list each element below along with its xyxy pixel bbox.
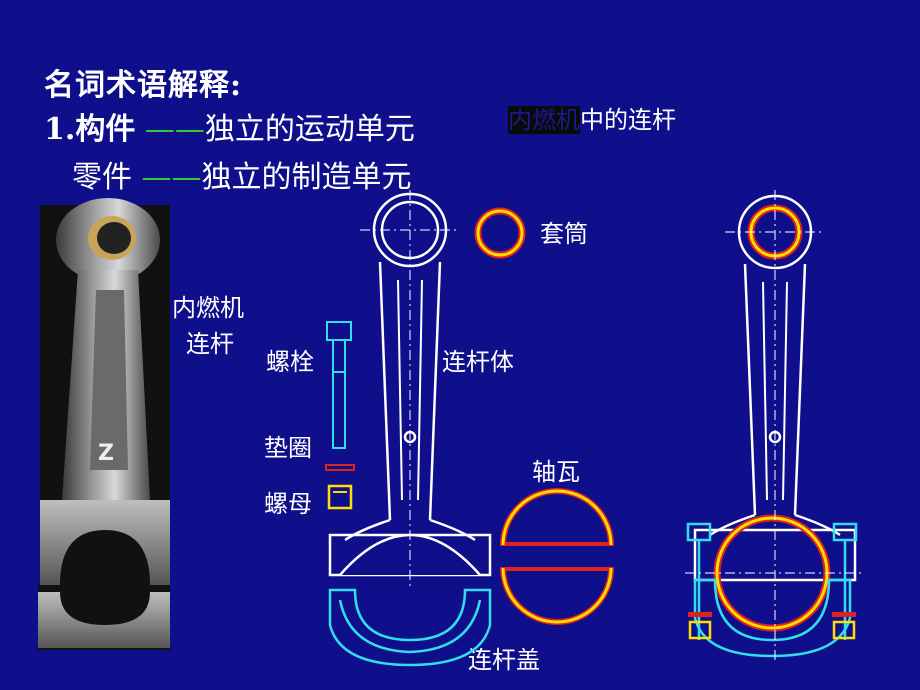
label-bushing: 套筒: [540, 220, 588, 248]
photo-label-line1: 内燃机: [172, 294, 244, 322]
label-nut: 螺母: [264, 490, 312, 518]
definition-component: 独立的运动单元: [204, 112, 415, 147]
definition-dash-2: ——: [141, 160, 202, 195]
connecting-rod-photo: Z: [38, 198, 170, 650]
term-component: 1.构件: [44, 112, 136, 147]
caption-rest: 中的连杆: [580, 106, 676, 134]
definition-line-1: 1.构件 ——独立的运动单元: [44, 104, 415, 148]
term-part: 零件: [72, 160, 132, 195]
assembled-washer-left: [688, 612, 712, 617]
definition-part: 独立的制造单元: [201, 160, 412, 195]
figure-caption: 内燃机中的连杆: [508, 100, 676, 135]
rod-cap-drawing: [328, 588, 492, 667]
assembled-nut-right: [832, 620, 856, 640]
label-rod-cap: 连杆盖: [468, 646, 540, 674]
svg-text:Z: Z: [98, 441, 114, 466]
assembled-cap-drawing: [686, 522, 858, 658]
label-washer: 垫圈: [264, 434, 312, 462]
photo-label-line2: 连杆: [186, 330, 234, 358]
washer-drawing: [325, 464, 355, 471]
label-bolt: 螺栓: [266, 348, 314, 376]
label-bearing-shell: 轴瓦: [532, 458, 580, 486]
nut-drawing: [327, 484, 353, 510]
assembled-washer-right: [832, 612, 856, 617]
definition-line-2: 零件 ——独立的制造单元: [72, 152, 412, 196]
assembled-nut-left: [688, 620, 712, 640]
bearing-shell-drawing: [498, 488, 616, 625]
bolt-drawing: [326, 321, 352, 449]
label-rod-body: 连杆体: [442, 348, 514, 376]
section-title: 名词术语解释:: [44, 68, 243, 103]
definition-dash-1: ——: [144, 112, 205, 147]
caption-highlight: 内燃机: [508, 106, 580, 134]
bushing-ring: [476, 209, 524, 257]
